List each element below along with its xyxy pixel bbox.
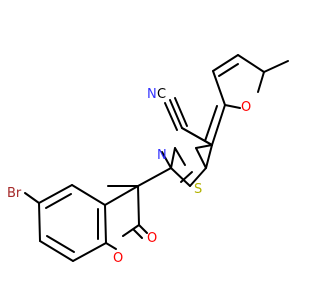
bond (104, 185, 139, 206)
bond (205, 144, 213, 169)
nitrile-nitrogen-label: N (147, 87, 157, 102)
bond (24, 192, 40, 204)
bond (170, 147, 176, 169)
bond (174, 97, 188, 127)
bond (122, 224, 140, 237)
bond (138, 224, 148, 234)
bond (38, 184, 73, 204)
bond (195, 147, 207, 169)
bond (45, 193, 72, 209)
thiazole-sulfur-label: S (194, 182, 202, 197)
bond (105, 242, 117, 250)
atom-labels: Br O O N S N C O (7, 87, 251, 266)
bond (181, 127, 213, 146)
bond (212, 54, 239, 72)
thiazole-nitrogen-label: N (157, 148, 167, 163)
bond (72, 242, 107, 262)
bond (224, 104, 241, 109)
bond (164, 102, 178, 131)
bond (133, 229, 143, 239)
bond (137, 185, 140, 226)
bond (104, 204, 107, 244)
bond (169, 99, 183, 129)
molecule-canvas: Br O O N S N C O (7, 54, 289, 266)
bond (204, 105, 218, 142)
bond (174, 147, 186, 166)
bond (137, 167, 172, 187)
bond (180, 171, 193, 183)
bond (189, 167, 207, 187)
bonds (24, 54, 289, 262)
bond (161, 151, 172, 169)
bond (71, 184, 106, 206)
bond (39, 240, 74, 262)
bond (211, 104, 226, 146)
bond (170, 167, 191, 187)
ring-oxygen-label: O (113, 251, 123, 266)
bond (257, 71, 265, 93)
bond (237, 54, 265, 73)
bond (46, 235, 75, 253)
molecule-structure: Br O O N S N C O (7, 54, 289, 266)
bond (218, 63, 239, 77)
bromine-label: Br (7, 186, 22, 201)
bond (38, 202, 41, 242)
bond (212, 70, 226, 106)
carbonyl-oxygen-label: O (147, 231, 157, 246)
nitrile-carbon-label: C (157, 87, 166, 102)
bond (263, 60, 289, 73)
furan-oxygen-label: O (241, 100, 251, 115)
bond (195, 144, 213, 149)
